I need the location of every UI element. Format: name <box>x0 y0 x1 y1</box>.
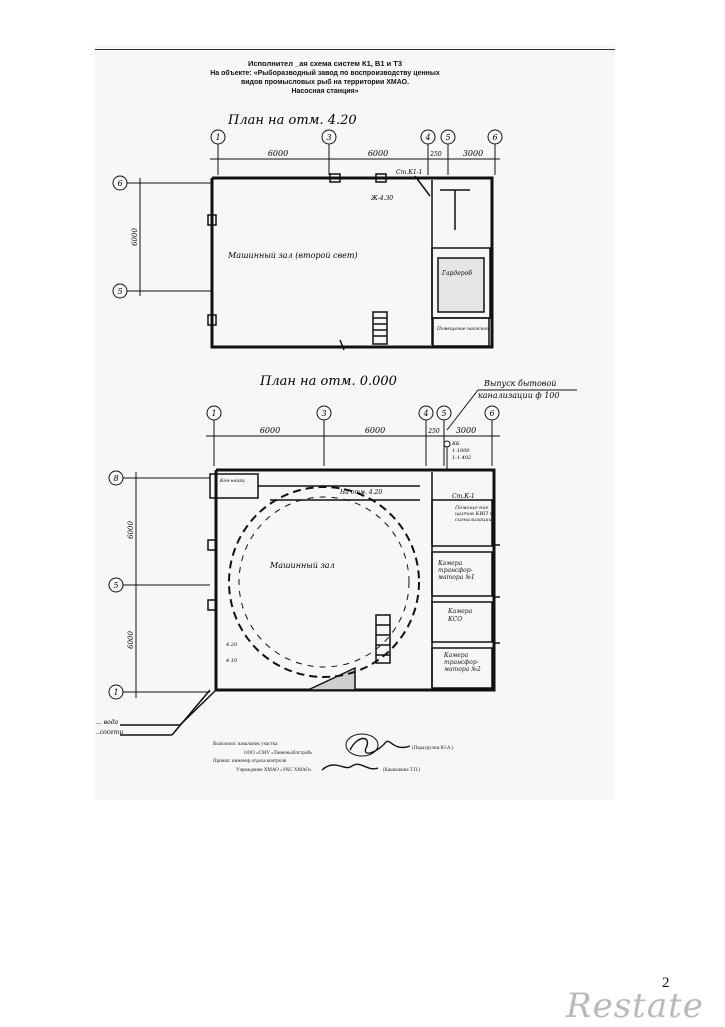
dimension-label: 6000 <box>260 426 280 435</box>
signature-name: (Парахрулин Ю.А.) <box>412 746 454 751</box>
header-object-line-2: видов промысловых рыб на территории ХМАО… <box>240 79 410 86</box>
room-kip: Помеще-ние щитов КИП и сигнализации <box>455 505 493 523</box>
row-label: 1 <box>113 688 118 697</box>
room-kso: Камера КСО <box>448 608 472 623</box>
upper-riser: Ст.К1-1 <box>396 169 423 176</box>
header-object-line: На объекте: «Рыборазводный завод по восп… <box>210 70 440 77</box>
dimension-label: 6000 <box>368 149 388 158</box>
row-label: 5 <box>117 287 122 296</box>
header-title: Исполнител _ая схема систем К1, В1 и Т3 <box>247 59 403 68</box>
kk-label: КК <box>451 441 460 447</box>
room-transformer-1: Камера трансфор-матора №1 <box>438 560 475 581</box>
row-label: 8 <box>113 474 118 483</box>
signature-2 <box>321 763 379 771</box>
dimension-label: 3000 <box>456 426 476 435</box>
axis-label: 3 <box>326 133 331 142</box>
header-object-line-3: Насосная станция» <box>291 88 359 95</box>
crane-path-circle <box>228 486 420 678</box>
page-number: 2 <box>662 975 670 991</box>
kk-value: 1-1000 <box>452 448 470 454</box>
axis-label: 6 <box>489 409 494 418</box>
row-label: 5 <box>113 581 118 590</box>
axis-label: 1 <box>215 133 220 142</box>
axis-label: 1 <box>211 409 216 418</box>
upper-plan-title: План на отм. 4.20 <box>227 113 357 128</box>
dimension-label: 250 <box>427 428 440 435</box>
header-rule <box>95 49 615 50</box>
lower-riser: Ст.К-1 <box>452 493 475 500</box>
signature-line: Принял: инженер отдела контроля <box>213 759 287 764</box>
side-dimension: 6000 <box>127 521 135 539</box>
small-mark: 4.20 <box>225 642 238 648</box>
lower-plan-title: План на отм. 0.000 <box>259 374 397 389</box>
upper-small-room: Помещение насосной <box>436 326 489 332</box>
entry-note: ... вода <box>96 719 119 726</box>
dimension-label: 6000 <box>268 149 288 158</box>
dimension-label: 6000 <box>365 426 385 435</box>
outlet-note-2: канализации ф 100 <box>478 391 559 400</box>
signature-line: Выполнил: начальник участка <box>213 742 278 747</box>
signature-line: ООО «СМУ «Тюменьоблстрой» <box>244 751 313 756</box>
restate-logo: Restate <box>566 986 704 1026</box>
outlet-note: Выпуск бытовой <box>483 379 556 388</box>
axis-label: 4 <box>424 133 430 142</box>
lower-hall-label: Машинный зал <box>269 561 335 570</box>
signature-name: (Кашковина Т.П.) <box>383 768 421 773</box>
side-dimension: 6000 <box>131 228 139 246</box>
upper-hall-label: Машинный зал (второй свет) <box>227 251 358 260</box>
axis-label: 3 <box>321 409 326 418</box>
signature-line: Учреждение ХМАО «УКС ХМАО» <box>236 768 312 773</box>
kk-value-2: 1-1.402 <box>452 455 471 461</box>
side-dimension: 6000 <box>127 631 135 649</box>
small-mark: Кон-нейки <box>219 478 245 484</box>
axis-label: 4 <box>422 409 428 418</box>
axis-label: 5 <box>441 409 446 418</box>
axis-label: 5 <box>445 133 450 142</box>
small-mark: 4.10 <box>225 658 238 664</box>
entry-note-2: ..сосети <box>96 729 123 736</box>
lower-mark: На отм. 4.20 <box>339 489 382 496</box>
axis-label: 6 <box>492 133 497 142</box>
dimension-label: 3000 <box>463 149 483 158</box>
signature-1 <box>349 737 411 754</box>
upper-room-label: Гардероб <box>441 270 472 277</box>
row-label: 6 <box>117 179 122 188</box>
room-transformer-2: Камера трансфор-матора №2 <box>444 652 481 673</box>
dimension-label: 250 <box>429 151 442 158</box>
upper-mark: Ж-4.30 <box>370 195 393 202</box>
